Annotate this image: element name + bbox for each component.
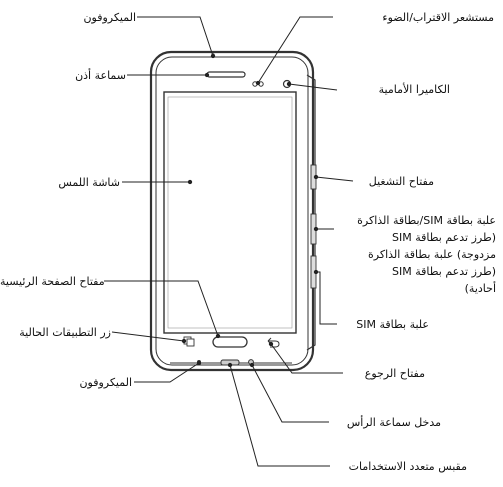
label-headset-jack: مدخل سماعة الرأس	[346, 416, 441, 429]
sim-memory-tray-line-4: (طرز تدعم بطاقة SIM	[392, 265, 496, 278]
label-mic-bottom: الميكروفون	[79, 376, 132, 389]
recent-apps-icon	[183, 336, 195, 347]
power-key-shape	[310, 164, 317, 190]
label-mic-top: الميكروفون	[83, 11, 136, 24]
bottom-edge	[170, 359, 292, 366]
sim-memory-tray-line-5: أحادية)	[464, 282, 496, 295]
label-sim-memory-tray: علبة بطاقة SIM/بطاقة الذاكرة (طرز تدعم ب…	[338, 212, 496, 297]
sim-memory-tray-line-2: (طرز تدعم بطاقة SIM	[392, 231, 496, 244]
label-sim-tray: علبة بطاقة SIM	[356, 318, 429, 331]
phone-body	[149, 50, 316, 372]
leader-lines	[104, 16, 354, 467]
label-front-camera: الكاميرا الأمامية	[378, 83, 450, 96]
label-recent-apps: زر التطبيقات الحالية	[19, 326, 111, 339]
label-home-key: مفتاح الصفحة الرئيسية	[0, 275, 105, 288]
sim-memory-tray-line-3: مزدوجة) علبة بطاقة الذاكرة	[368, 248, 496, 261]
back-icon	[267, 337, 280, 348]
home-key	[212, 336, 248, 348]
sim-memory-tray-line-1: علبة بطاقة SIM/بطاقة الذاكرة	[357, 214, 496, 227]
label-touchscreen: شاشة اللمس	[58, 176, 120, 189]
label-proximity-sensor: مستشعر الاقتراب/الضوء	[382, 11, 494, 24]
label-usb-port: مقبس متعدد الاستخدامات	[348, 460, 467, 473]
sim-memory-tray-shape	[310, 213, 317, 245]
touchscreen	[163, 91, 297, 334]
label-earpiece: سماعة أذن	[75, 69, 126, 82]
label-power-key: مفتاح التشغيل	[368, 175, 434, 188]
sim-tray-shape	[310, 255, 317, 289]
label-back-key: مفتاح الرجوع	[364, 367, 425, 380]
earpiece-grille	[206, 71, 246, 78]
